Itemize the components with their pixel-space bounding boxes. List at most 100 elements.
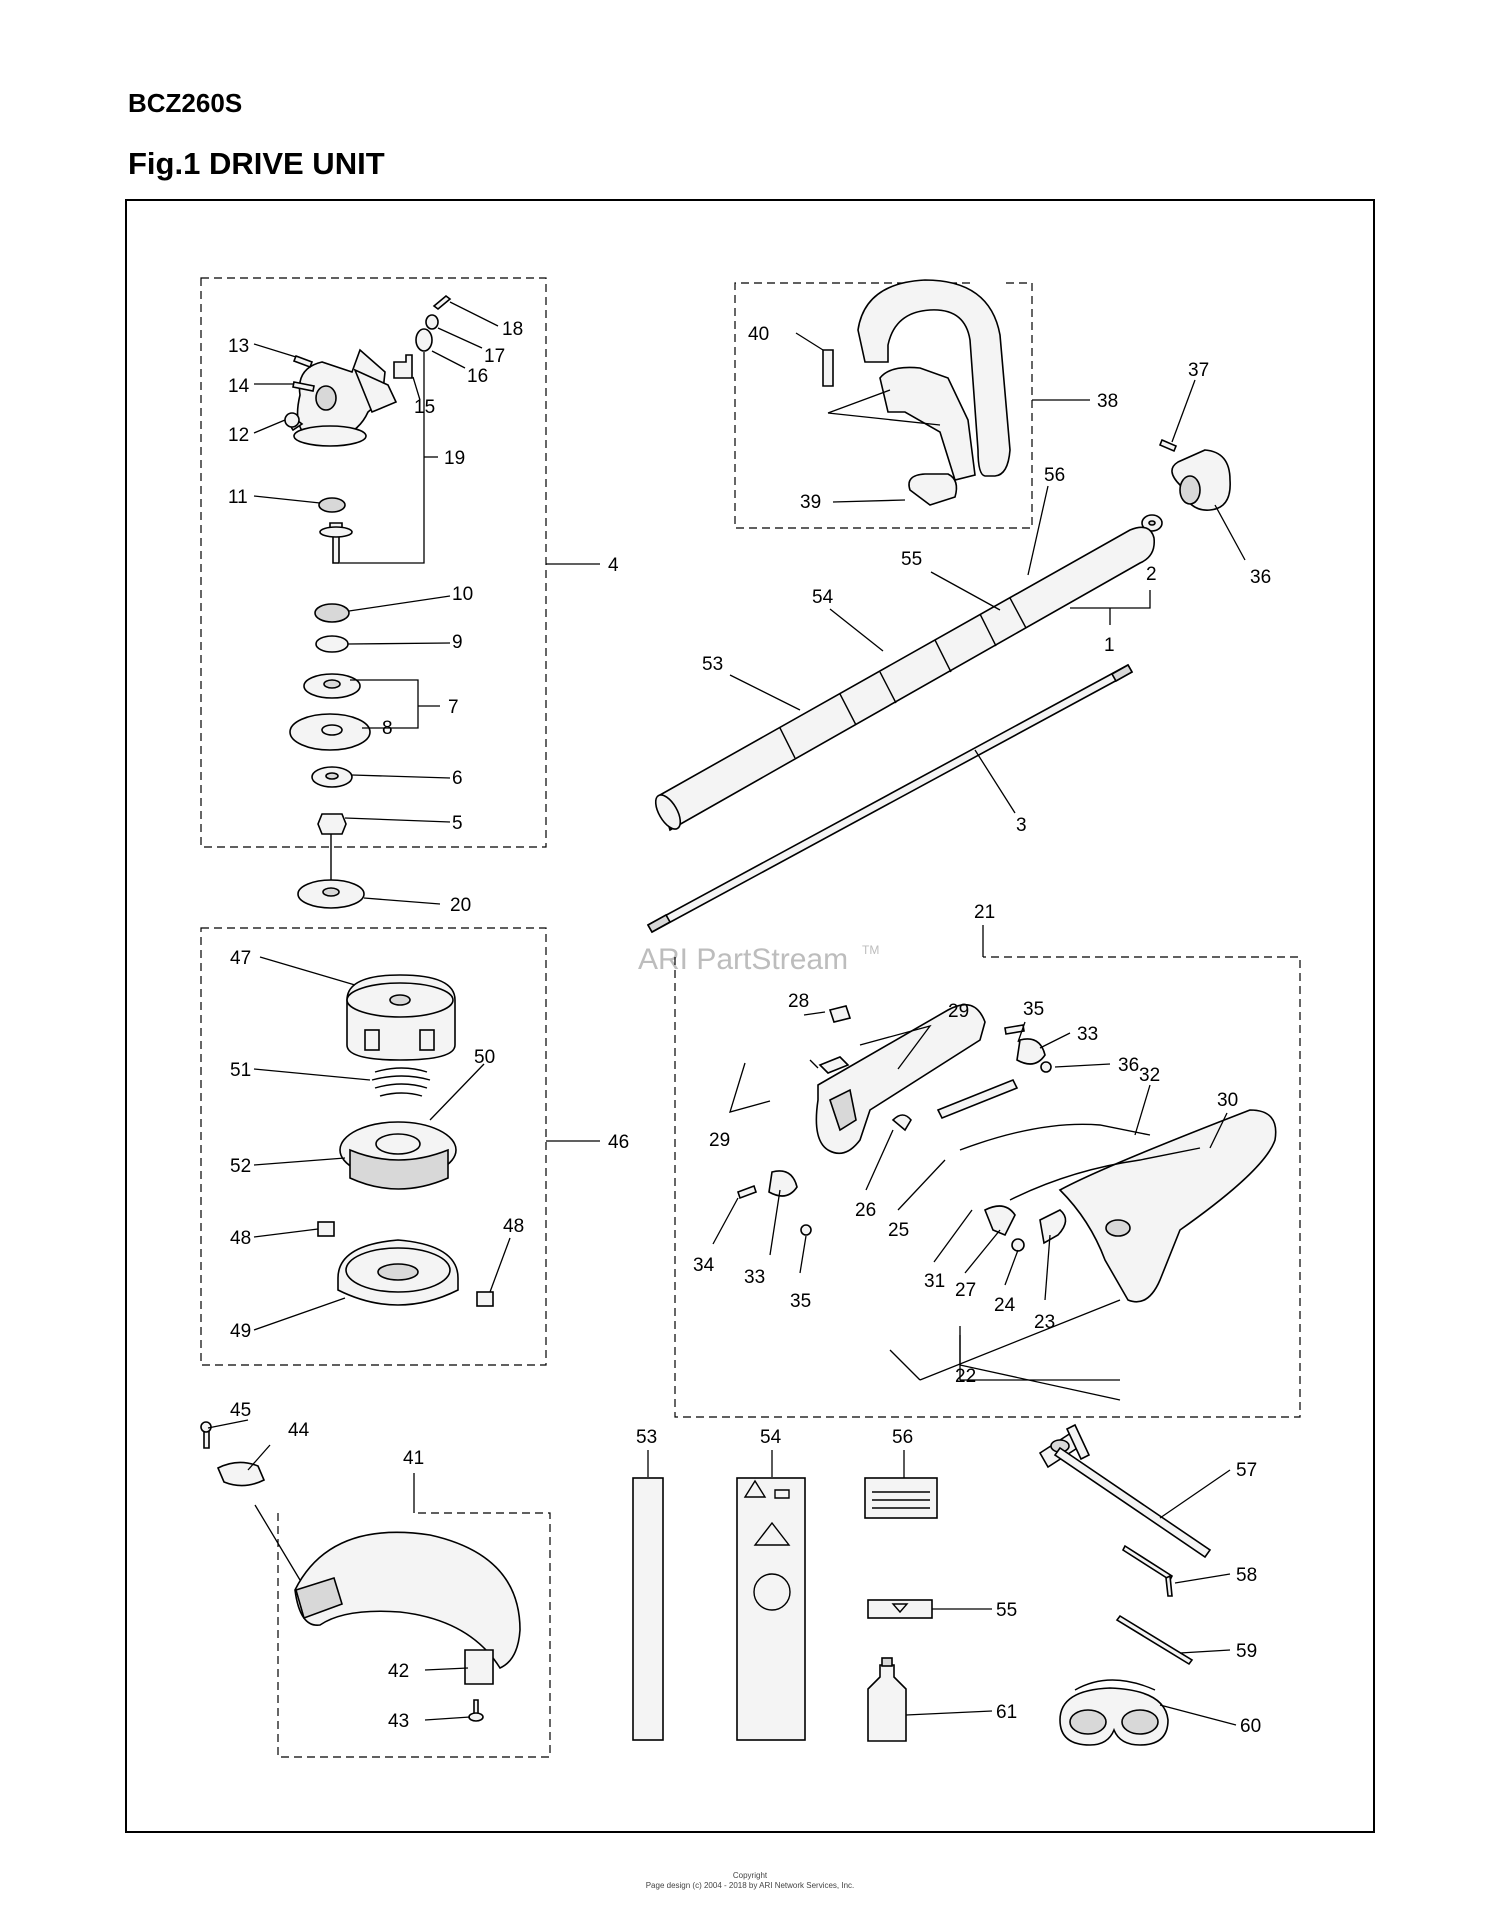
decal-54 xyxy=(736,1477,806,1741)
handle-loop-drawing xyxy=(857,279,1011,506)
callout-52: 52 xyxy=(230,1156,251,1177)
figure-title: Fig.1 DRIVE UNIT xyxy=(128,146,385,181)
wrench-drawing xyxy=(1038,1423,1212,1559)
callout-41: 41 xyxy=(403,1448,424,1469)
callout-11: 11 xyxy=(228,487,248,508)
callout-34: 34 xyxy=(693,1255,715,1276)
callout-55-pipe: 55 xyxy=(901,549,922,570)
callout-23: 23 xyxy=(1034,1312,1055,1333)
callout-61: 61 xyxy=(996,1702,1017,1723)
throttle-link xyxy=(936,1078,1019,1120)
goggles-drawing xyxy=(1059,1679,1169,1746)
callout-57: 57 xyxy=(1236,1460,1257,1481)
callout-31: 31 xyxy=(924,1271,945,1292)
callout-13: 13 xyxy=(228,336,249,357)
handle-group-box xyxy=(674,956,1301,1418)
callout-16: 16 xyxy=(467,366,488,387)
callout-46: 46 xyxy=(608,1132,629,1153)
callout-35-top: 35 xyxy=(1023,999,1044,1020)
callout-10: 10 xyxy=(452,584,473,605)
callout-4: 4 xyxy=(608,555,619,576)
diagram-frame xyxy=(125,199,1375,1833)
callout-14: 14 xyxy=(228,376,250,397)
callout-15: 15 xyxy=(414,397,435,418)
gear-case-group-box xyxy=(200,277,547,848)
callout-36-clamp: 36 xyxy=(1250,567,1271,588)
callout-9: 9 xyxy=(452,632,463,653)
callout-1: 1 xyxy=(1104,635,1115,656)
callout-40: 40 xyxy=(748,324,769,345)
callout-7: 7 xyxy=(448,697,459,718)
callout-17: 17 xyxy=(484,346,505,367)
callout-42: 42 xyxy=(388,1661,409,1682)
callout-56-pipe: 56 xyxy=(1044,465,1065,486)
callout-36-handle: 36 xyxy=(1118,1055,1139,1076)
guard-drawing xyxy=(294,1531,521,1685)
callout-33-bottom: 33 xyxy=(744,1267,765,1288)
bracket-upper xyxy=(1016,1038,1046,1065)
clamp-drawing xyxy=(1171,449,1231,511)
callout-43: 43 xyxy=(388,1711,409,1732)
callout-25: 25 xyxy=(888,1220,909,1241)
callout-60: 60 xyxy=(1240,1716,1261,1737)
nylon-head-group-box xyxy=(200,927,547,1366)
bracket-lower xyxy=(768,1170,798,1197)
callout-37: 37 xyxy=(1188,360,1209,381)
gear-case-drawing xyxy=(293,348,398,447)
callout-22: 22 xyxy=(955,1366,976,1387)
callout-35-bottom: 35 xyxy=(790,1291,811,1312)
handle-housing-drawing xyxy=(815,1003,1277,1303)
callout-28: 28 xyxy=(788,991,809,1012)
oil-bottle-drawing xyxy=(867,1657,907,1742)
watermark-tm: TM xyxy=(862,943,879,957)
callout-48-left: 48 xyxy=(230,1228,251,1249)
callout-54: 54 xyxy=(760,1427,782,1448)
callout-49: 49 xyxy=(230,1321,251,1342)
callout-54-pipe: 54 xyxy=(812,587,834,608)
hex-key-58 xyxy=(1121,1544,1174,1582)
callout-24: 24 xyxy=(994,1295,1016,1316)
callout-12: 12 xyxy=(228,425,249,446)
handle-loop-group-box xyxy=(734,282,1033,529)
watermark-text: ARI PartStream xyxy=(638,943,848,976)
callout-47: 47 xyxy=(230,948,251,969)
callout-33-top: 33 xyxy=(1077,1024,1098,1045)
footer-page-design: Page design (c) 2004 - 2018 by ARI Netwo… xyxy=(645,1881,855,1890)
model-number: BCZ260S xyxy=(128,88,243,118)
callout-19: 19 xyxy=(444,448,465,469)
callout-51: 51 xyxy=(230,1060,251,1081)
callout-44: 44 xyxy=(288,1420,310,1441)
stop-wire xyxy=(1009,1147,1201,1201)
callout-56: 56 xyxy=(892,1427,913,1448)
callout-21: 21 xyxy=(974,902,995,923)
callout-30: 30 xyxy=(1217,1090,1238,1111)
callout-26: 26 xyxy=(855,1200,876,1221)
callout-5: 5 xyxy=(452,813,463,834)
eyelet-right xyxy=(476,1291,494,1307)
callout-20: 20 xyxy=(450,895,471,916)
decal-53 xyxy=(632,1477,664,1741)
pin-59 xyxy=(1115,1614,1194,1666)
callout-29-left: 29 xyxy=(709,1130,730,1151)
eyelet-left xyxy=(317,1221,335,1237)
callout-3: 3 xyxy=(1016,815,1027,836)
callout-58: 58 xyxy=(1236,1565,1257,1586)
callout-45: 45 xyxy=(230,1400,251,1421)
callout-53-pipe: 53 xyxy=(702,654,723,675)
drive-shaft-drawing xyxy=(646,663,1134,934)
callout-55: 55 xyxy=(996,1600,1017,1621)
callout-39: 39 xyxy=(800,492,821,513)
callout-29-top: 29 xyxy=(948,1001,969,1022)
decal-55 xyxy=(867,1599,933,1619)
callout-27: 27 xyxy=(955,1280,976,1301)
callout-48-right: 48 xyxy=(503,1216,524,1237)
callout-8: 8 xyxy=(382,718,393,739)
switch-28 xyxy=(828,1005,852,1023)
guard-group-box xyxy=(277,1512,551,1758)
decal-56 xyxy=(864,1477,938,1519)
throttle-wire xyxy=(959,1123,1151,1151)
callout-59: 59 xyxy=(1236,1641,1257,1662)
main-pipe-drawing xyxy=(654,526,1156,832)
callout-2: 2 xyxy=(1146,564,1157,585)
